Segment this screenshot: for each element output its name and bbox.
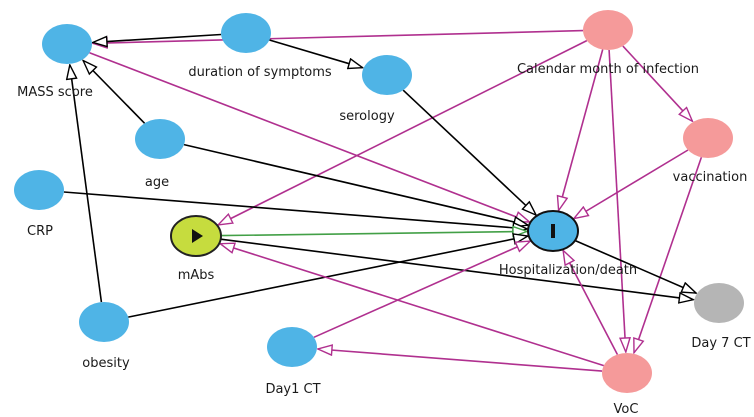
edge-cal-to-mass bbox=[93, 29, 584, 44]
edge-dur-to-mass bbox=[93, 33, 222, 43]
node-hosp[interactable] bbox=[527, 210, 579, 252]
node-vacc-label: vaccination bbox=[673, 170, 748, 185]
edge-mabs-to-d7ct bbox=[220, 238, 694, 300]
node-mabs-label: mAbs bbox=[178, 268, 215, 283]
edge-vacc-to-voc bbox=[634, 157, 703, 352]
edge-mass-to-hosp bbox=[89, 51, 530, 222]
node-crp-label: CRP bbox=[27, 224, 53, 239]
labels-layer: MASS score duration of symptoms serology Ca… bbox=[17, 62, 751, 417]
node-age[interactable] bbox=[135, 119, 185, 159]
node-sero-label: serology bbox=[339, 109, 395, 124]
node-d1ct-label: Day1 CT bbox=[265, 382, 320, 397]
edge-age-to-mass bbox=[83, 61, 146, 124]
node-voc[interactable] bbox=[602, 353, 652, 393]
node-obes-label: obesity bbox=[82, 356, 130, 371]
play-icon bbox=[192, 229, 203, 243]
edge-cal-to-mabs bbox=[218, 39, 588, 225]
edge-d1ct-to-hosp bbox=[313, 241, 530, 339]
outcome-bar-icon bbox=[551, 224, 555, 238]
node-cal-shape bbox=[583, 10, 633, 50]
edge-crp-to-hosp bbox=[63, 191, 527, 229]
edge-obes-to-hosp bbox=[128, 236, 528, 318]
edge-sero-to-hosp bbox=[402, 89, 536, 215]
edges-layer bbox=[63, 29, 703, 372]
node-vacc-shape bbox=[683, 118, 733, 158]
edge-vacc-to-hosp bbox=[574, 149, 689, 219]
node-d1ct-shape bbox=[267, 327, 317, 367]
edge-voc-to-hosp bbox=[563, 250, 619, 355]
node-d7ct[interactable] bbox=[694, 283, 744, 323]
edge-voc-to-d1ct bbox=[318, 349, 603, 372]
edge-hosp-to-d7ct bbox=[574, 239, 696, 294]
node-mabs[interactable] bbox=[170, 215, 222, 257]
node-age-label: age bbox=[145, 175, 169, 190]
node-dur-shape bbox=[221, 13, 271, 53]
edge-obes-to-mass bbox=[70, 65, 103, 303]
edge-age-to-hosp bbox=[183, 143, 528, 226]
node-hosp-label: Hospitalization/death bbox=[499, 263, 637, 278]
edge-cal-to-voc bbox=[608, 49, 626, 352]
node-mass-label: MASS score bbox=[17, 85, 93, 100]
node-obes[interactable] bbox=[79, 302, 129, 342]
node-d7ct-shape bbox=[694, 283, 744, 323]
node-age-shape bbox=[135, 119, 185, 159]
edge-dur-to-sero bbox=[269, 39, 362, 68]
node-voc-shape bbox=[602, 353, 652, 393]
node-cal-label: Calendar month of infection bbox=[517, 62, 699, 77]
node-sero[interactable] bbox=[362, 55, 412, 95]
node-d7ct-label: Day 7 CT bbox=[691, 336, 750, 351]
edge-cal-to-vacc bbox=[622, 45, 693, 121]
node-d1ct[interactable] bbox=[267, 327, 317, 367]
node-mass[interactable] bbox=[42, 24, 92, 64]
node-mass-shape bbox=[42, 24, 92, 64]
node-crp[interactable] bbox=[14, 170, 64, 210]
nodes-layer bbox=[14, 10, 744, 393]
node-dur-label: duration of symptoms bbox=[188, 65, 332, 80]
node-vacc[interactable] bbox=[683, 118, 733, 158]
node-dur[interactable] bbox=[221, 13, 271, 53]
node-cal[interactable] bbox=[583, 10, 633, 50]
node-crp-shape bbox=[14, 170, 64, 210]
node-sero-shape bbox=[362, 55, 412, 95]
edge-cal-to-hosp bbox=[559, 49, 604, 211]
node-obes-shape bbox=[79, 302, 129, 342]
edge-voc-to-mabs bbox=[220, 244, 605, 367]
edge-mabs-to-hosp bbox=[220, 231, 527, 235]
node-voc-label: VoC bbox=[614, 402, 639, 417]
